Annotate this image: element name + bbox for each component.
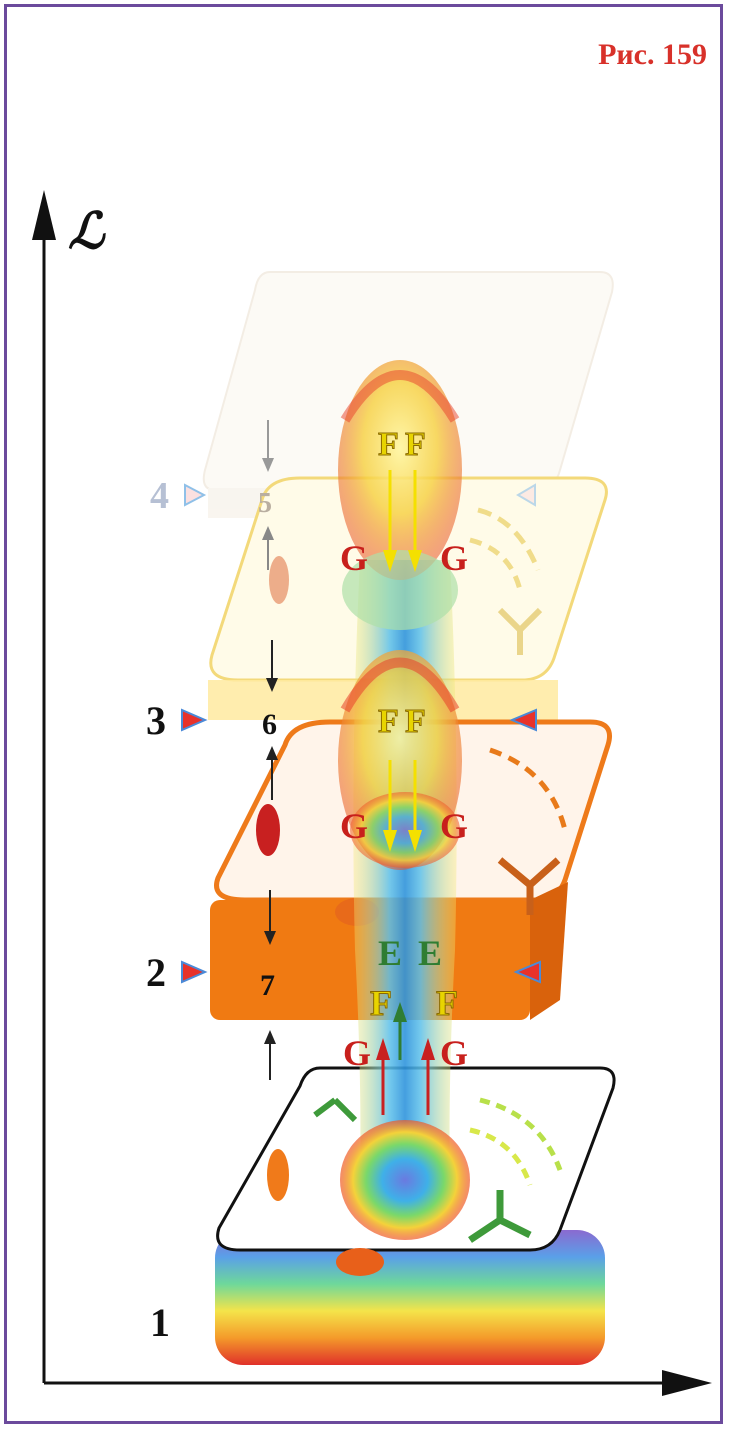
gap-label-6: 6: [262, 708, 277, 741]
gap-label-7: 7: [260, 969, 275, 1002]
letter-E: E: [418, 933, 442, 973]
level-3-marker-icon: [182, 710, 205, 730]
level-2-marker-icon: [182, 962, 205, 982]
letter-F: F: [378, 426, 399, 463]
y-axis-arrow-icon: [32, 190, 56, 240]
gap-label-5: 5: [258, 488, 272, 519]
level-4-marker-icon: [185, 485, 204, 505]
x-axis-arrow-icon: [662, 1370, 712, 1396]
letter-F: F: [370, 983, 392, 1023]
letter-G: G: [340, 538, 368, 578]
letter-E: E: [378, 933, 402, 973]
level-label-4: 4: [150, 475, 169, 517]
level-label-2: 2: [146, 950, 166, 995]
level-label-1: 1: [150, 1300, 170, 1345]
bottom-sphere: [340, 1120, 470, 1240]
level-label-3: 3: [146, 698, 166, 743]
letter-F: F: [436, 983, 458, 1023]
letter-G: G: [440, 538, 468, 578]
letter-G: G: [343, 1033, 371, 1073]
letter-F: F: [378, 703, 399, 740]
letter-G: G: [340, 806, 368, 846]
letter-F: F: [405, 703, 426, 740]
letter-F: F: [405, 426, 426, 463]
letter-G: G: [440, 806, 468, 846]
y-axis-label: ℒ: [68, 203, 106, 259]
letter-G: G: [440, 1033, 468, 1073]
